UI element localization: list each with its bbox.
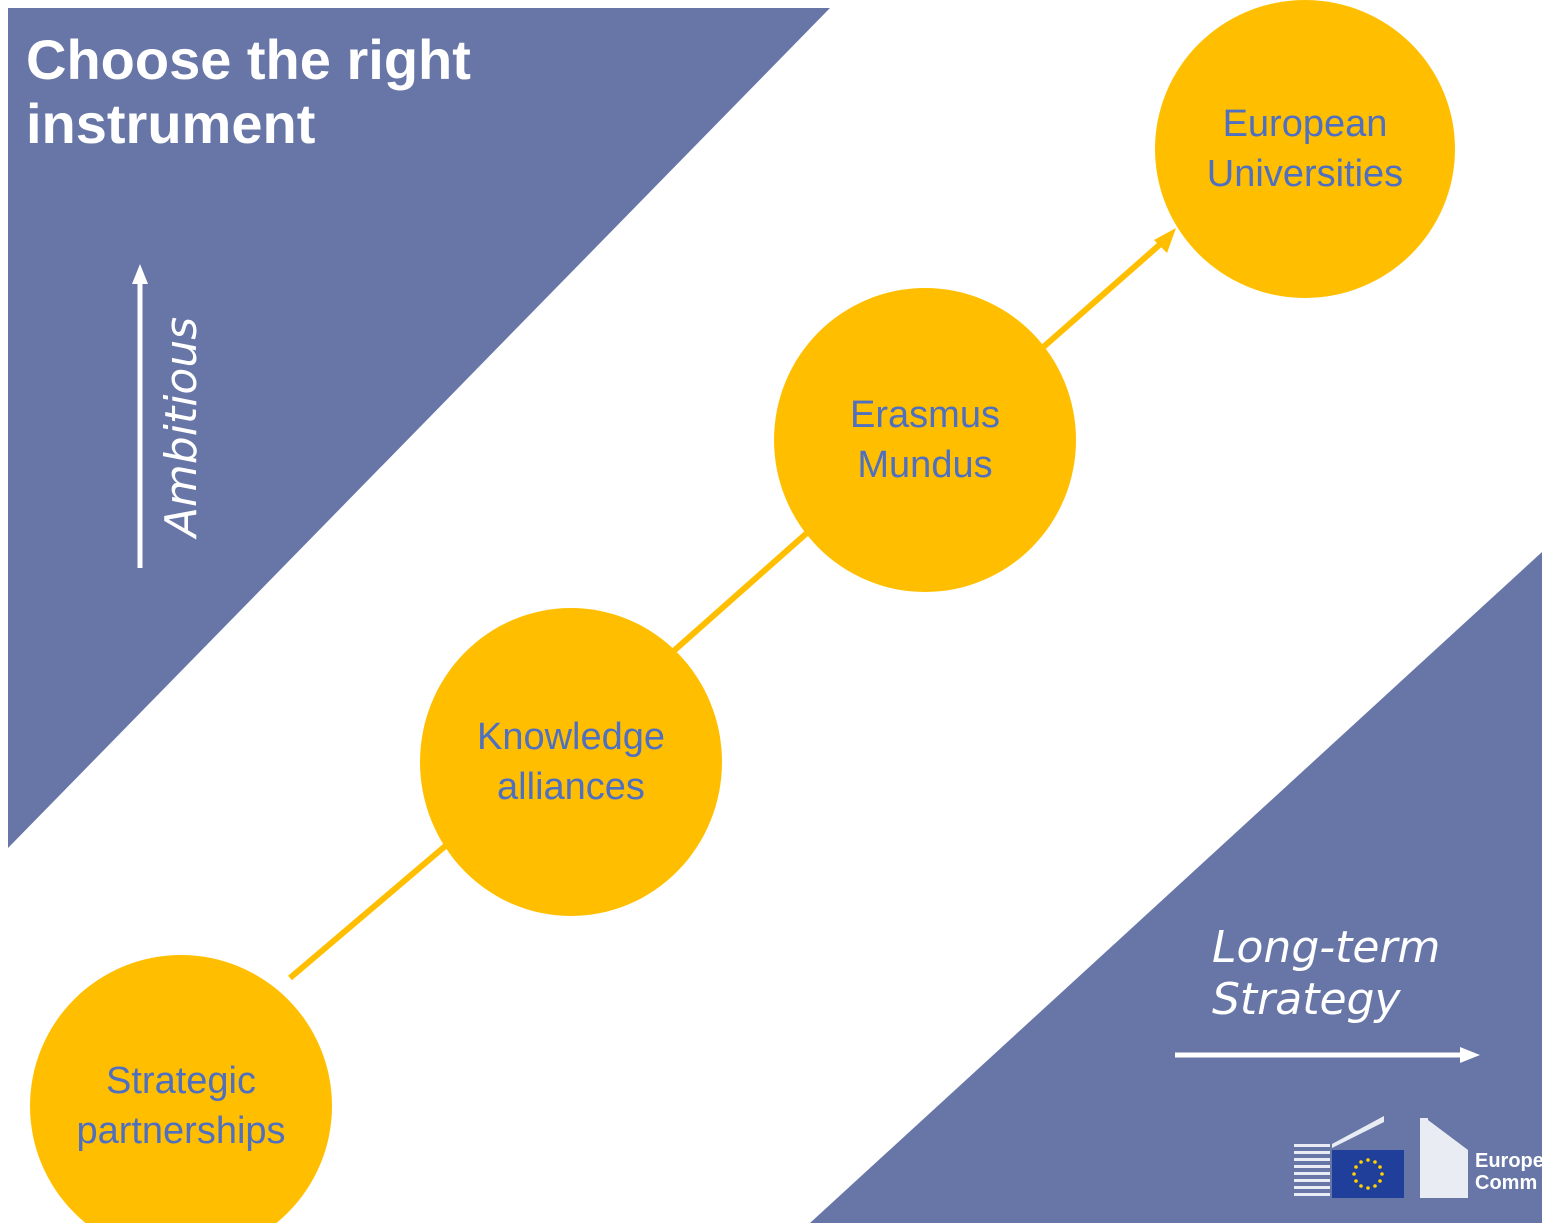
top-left-band: [8, 8, 830, 848]
arrowhead-european: [1154, 228, 1176, 253]
ambitious-arrow: [132, 264, 148, 568]
node-label: Strategic partnerships: [76, 1060, 286, 1152]
node-label: Knowledge alliances: [476, 716, 666, 808]
ambitious-axis-label: Ambitious: [156, 316, 207, 538]
connector-strategic-knowledge: [288, 839, 452, 981]
long-term-strategy-axis-label: Long-term Strategy: [1212, 922, 1441, 1025]
node-erasmus-mundus: Erasmus Mundus: [774, 288, 1076, 592]
connector-erasmus-european: [1038, 237, 1167, 353]
node-european-universities: European Universities: [1155, 0, 1455, 298]
european-commission-logo-icon: [1294, 1116, 1468, 1198]
connector-lines: [288, 237, 1167, 981]
node-label: Erasmus Mundus: [850, 394, 1000, 486]
node-label: European Universities: [1206, 103, 1404, 195]
node-strategic-partnerships: Strategic partnerships: [30, 955, 332, 1223]
connector-knowledge-erasmus: [666, 529, 810, 659]
slide-title: Choose the right instrument: [26, 28, 471, 155]
node-knowledge-alliances: Knowledge alliances: [420, 608, 722, 916]
logo-text: Europe Comm: [1475, 1150, 1542, 1194]
long-term-arrow: [1175, 1047, 1480, 1063]
